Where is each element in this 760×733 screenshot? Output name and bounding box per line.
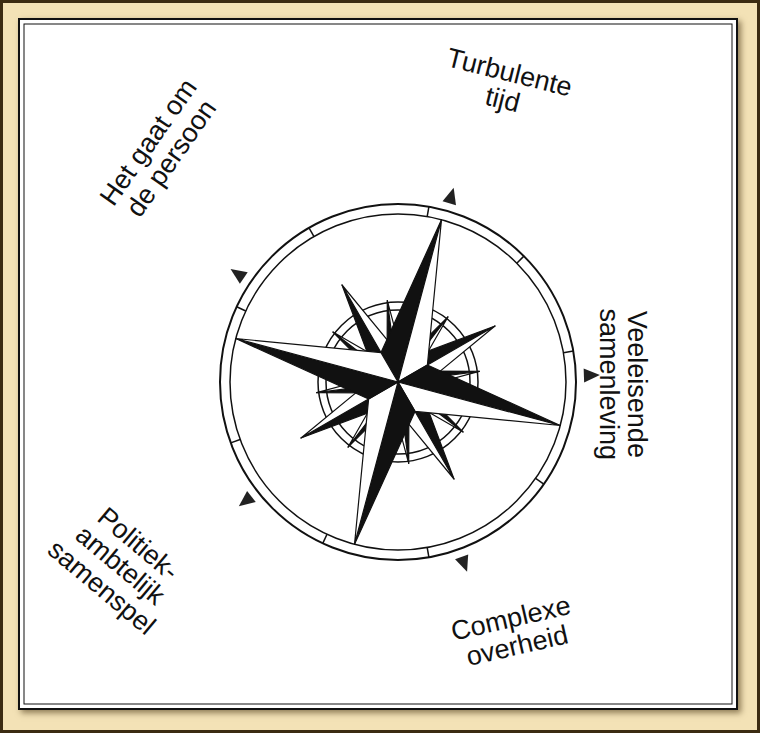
- direction-label: Veeleisende samenleving: [594, 297, 651, 472]
